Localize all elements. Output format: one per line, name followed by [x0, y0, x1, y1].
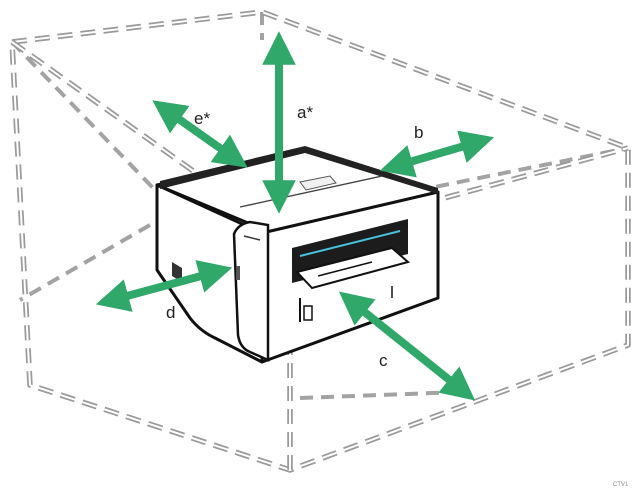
printer [155, 146, 440, 364]
label-b: b [414, 123, 423, 142]
label-e: e* [194, 109, 210, 128]
arrow-b [379, 130, 495, 178]
label-d: d [166, 303, 175, 322]
figure-code: CTV1 [613, 482, 629, 488]
arrow-c [338, 291, 476, 401]
label-c: c [379, 351, 388, 370]
arrow-d [95, 260, 233, 312]
clearance-arrows [95, 31, 495, 401]
label-a: a* [297, 103, 313, 122]
arrow-e [152, 100, 248, 168]
